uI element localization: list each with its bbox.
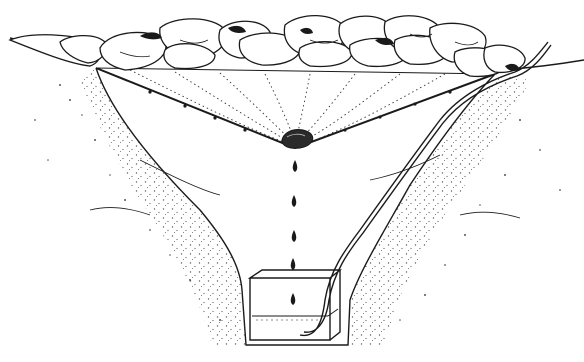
water-drops bbox=[291, 160, 298, 305]
collection-container bbox=[250, 270, 340, 340]
drop-icon bbox=[291, 293, 296, 305]
drop-icon bbox=[293, 160, 298, 172]
sheet-droplets bbox=[148, 90, 451, 131]
rocks-icon bbox=[299, 42, 352, 67]
drop-icon bbox=[292, 195, 297, 207]
drop-icon bbox=[292, 230, 297, 242]
drop-icon bbox=[291, 258, 296, 270]
center-pebble bbox=[282, 129, 313, 148]
pit bbox=[34, 68, 561, 345]
rock-rim bbox=[10, 16, 525, 77]
